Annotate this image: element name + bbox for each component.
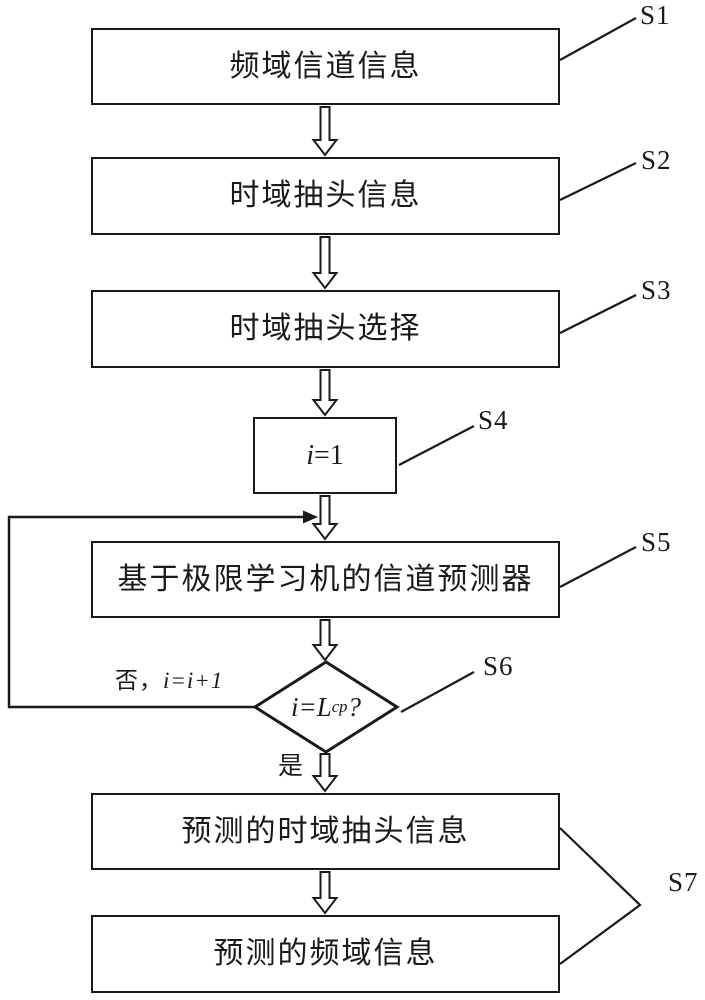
step-box-s4: i=1 [253, 417, 397, 494]
cond-sym: L [316, 691, 332, 722]
leader-line-s4 [398, 425, 475, 466]
step-box-s5: 基于极限学习机的信道预测器 [91, 541, 560, 618]
flow-arrow-s6-s7a [311, 753, 339, 793]
leader-line-s6 [400, 671, 475, 713]
cond-question: ? [347, 691, 362, 722]
step-label-s2: 时域抽头信息 [229, 179, 422, 212]
step-label-s7b: 预测的频域信息 [213, 937, 438, 970]
leader-bracket-s7 [559, 827, 642, 965]
leader-line-s5 [559, 546, 637, 588]
flow-arrow-s1-s2 [311, 106, 339, 157]
flow-arrow-s7a-s7b [311, 871, 339, 915]
step-tag-s5: S5 [641, 527, 672, 557]
step-tag-s7: S7 [668, 867, 699, 897]
leader-line-s2 [559, 162, 637, 201]
step-label-s4-rest: =1 [313, 439, 344, 471]
flow-arrow-s2-s3 [311, 236, 339, 290]
branch-no-prefix: 否， [115, 668, 163, 693]
flow-arrow-s5-s6 [311, 619, 339, 662]
step-box-s1: 频域信道信息 [91, 28, 560, 105]
cond-sub: cp [331, 696, 348, 716]
step-tag-s6: S6 [483, 651, 514, 681]
cond-eq: = [298, 691, 317, 722]
step-tag-s3: S3 [641, 275, 672, 305]
step-tag-s2: S2 [641, 145, 672, 175]
cond-var: i [290, 691, 299, 722]
step-tag-s1: S1 [640, 0, 671, 30]
step-tag-s4: S4 [478, 405, 509, 435]
step-box-s3: 时域抽头选择 [91, 290, 560, 368]
step-label-s5: 基于极限学习机的信道预测器 [117, 562, 534, 596]
branch-no-expr: i=i+1 [163, 668, 224, 693]
step-box-s7a: 预测的时域抽头信息 [91, 793, 560, 870]
leader-line-s3 [559, 294, 637, 334]
branch-label-no: 否，i=i+1 [115, 669, 223, 692]
step-label-s1: 频域信道信息 [229, 49, 422, 83]
decision-diamond-s6 [252, 660, 400, 754]
leader-line-s1 [559, 17, 637, 61]
loop-arrowhead-icon [303, 510, 318, 524]
step-label-s4-var: i [306, 439, 314, 471]
step-label-s3: 时域抽头选择 [229, 312, 422, 345]
flow-arrow-s3-s4 [311, 369, 339, 417]
step-box-s7b: 预测的频域信息 [91, 915, 560, 993]
step-label-s7a: 预测的时域抽头信息 [181, 814, 470, 848]
flow-arrow-s4-s5 [311, 495, 339, 541]
step-box-s2: 时域抽头信息 [91, 157, 560, 235]
loop-line [7, 515, 303, 709]
branch-label-yes: 是 [278, 753, 304, 780]
